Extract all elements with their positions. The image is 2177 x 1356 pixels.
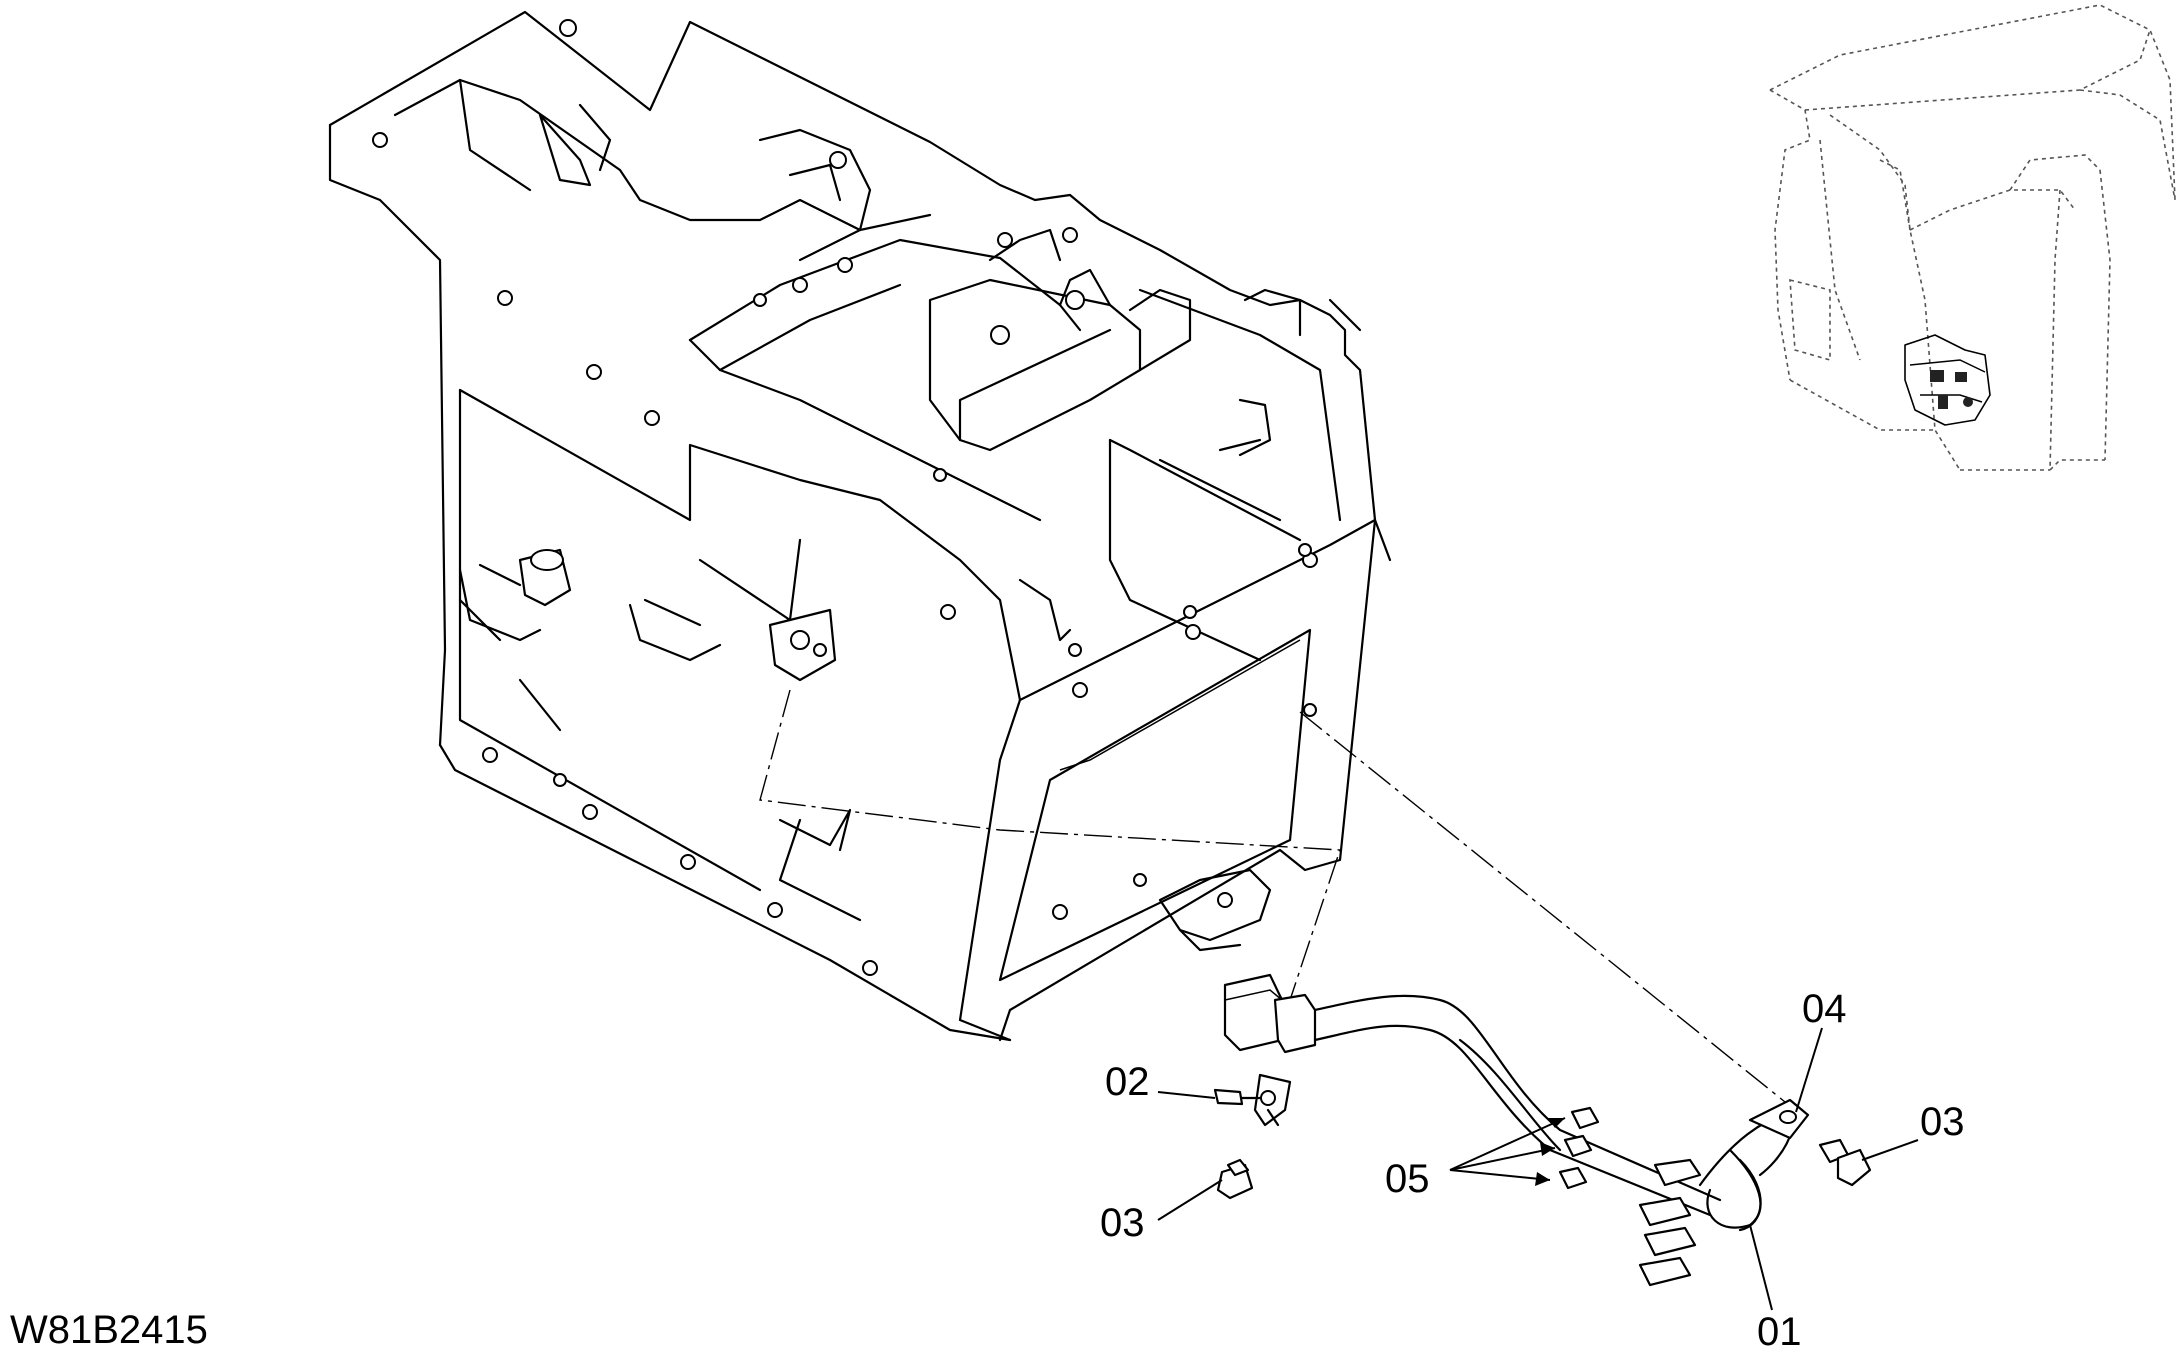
bolt-03-right: [1818, 1138, 1872, 1187]
callout-03-right: 03: [1920, 1100, 1965, 1144]
cab-frame-bracket: [328, 10, 1392, 1042]
callout-04: 04: [1802, 987, 1847, 1031]
drawing-code: W81B2415: [10, 1308, 208, 1352]
callout-01: 01: [1757, 1310, 1802, 1354]
bolt-03-left: [1216, 1158, 1254, 1200]
callout-leaders: [1157, 1027, 1919, 1311]
clips-05: [1558, 1106, 1600, 1190]
frame-mounting-holes: [372, 19, 1318, 976]
callout-02: 02: [1105, 1060, 1150, 1104]
machine-location-inset: [1769, 4, 2176, 471]
ground-cable-harness: [1223, 973, 1810, 1287]
assembly-center-lines: [759, 689, 1796, 1111]
callout-03-left: 03: [1100, 1201, 1145, 1245]
wire-terminal-02: [1213, 1073, 1292, 1127]
callout-05: 05: [1385, 1157, 1430, 1201]
